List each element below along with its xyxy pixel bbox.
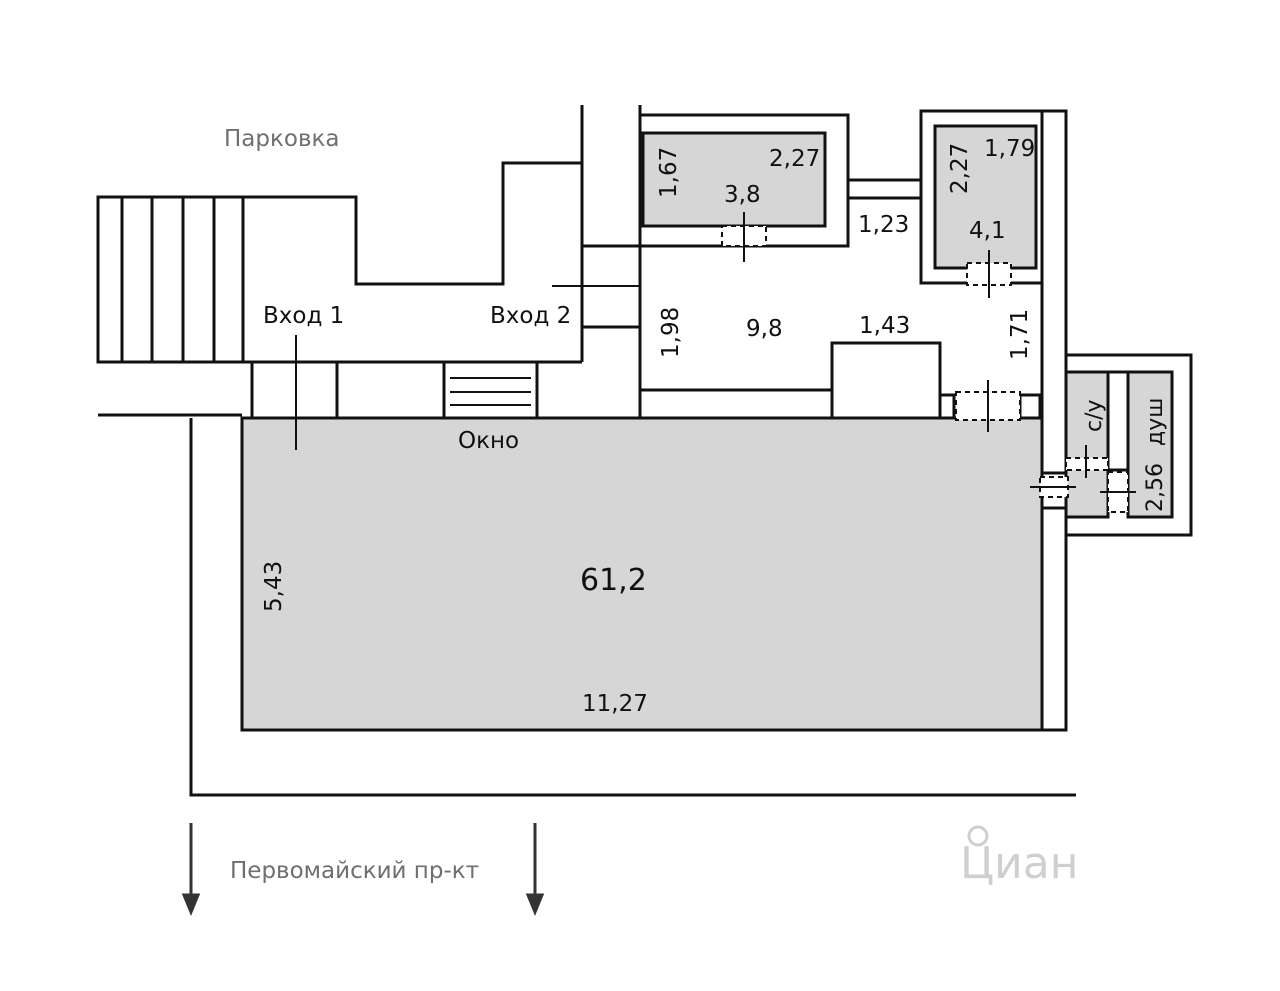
room-b-area: 4,1 — [969, 218, 1006, 244]
entrance-2-label: Вход 2 — [490, 303, 571, 329]
street-label: Первомайский пр-кт — [230, 858, 479, 884]
corridor-post-2 — [1018, 393, 1042, 420]
entrance-1-label: Вход 1 — [263, 303, 344, 329]
watermark-logo: Циан — [960, 825, 1079, 889]
main-hall-length: 11,27 — [582, 691, 648, 717]
room-a-area: 3,8 — [724, 182, 761, 208]
window-label: Окно — [458, 428, 519, 454]
watermark-text: Циан — [960, 838, 1079, 889]
shower-label: душ — [1143, 398, 1168, 446]
corridor-cabinet — [830, 341, 942, 420]
room-b-inner — [933, 124, 1038, 270]
corridor-dim-b: 1,43 — [859, 313, 910, 339]
bath-partition — [1106, 370, 1130, 472]
site-boundary — [98, 413, 1076, 797]
parking-label: Парковка — [224, 126, 340, 152]
right-wall-upper — [1040, 109, 1068, 475]
street-arrows — [181, 823, 545, 916]
main-hall-area: 61,2 — [580, 563, 647, 598]
stairs-treads — [120, 197, 216, 362]
window-frames — [250, 360, 539, 420]
room-connector — [846, 178, 928, 200]
door-markers — [743, 212, 1136, 493]
corridor-dim-d: 1,23 — [858, 212, 909, 238]
corridor-post — [938, 393, 956, 420]
bath-dim: 2,56 — [1143, 463, 1168, 512]
main-hall-room — [240, 416, 1044, 732]
room-a-dim-1: 1,67 — [656, 147, 682, 198]
main-hall-width: 5,43 — [261, 561, 287, 612]
room-b-dim-1: 2,27 — [947, 143, 973, 194]
corridor-area: 9,8 — [746, 316, 783, 342]
stairs-block — [96, 195, 245, 364]
room-a-inner — [641, 131, 827, 228]
corridor-dim-c: 1,71 — [1007, 309, 1033, 360]
room-a-dim-2: 2,27 — [769, 146, 820, 172]
wc-label: с/у — [1082, 399, 1107, 432]
window-steps — [450, 377, 531, 406]
right-wall-lower — [1040, 506, 1068, 732]
room-b-dim-2: 1,79 — [984, 136, 1035, 162]
corridor-dim-a: 1,98 — [658, 307, 684, 358]
wc-room — [1064, 370, 1110, 519]
